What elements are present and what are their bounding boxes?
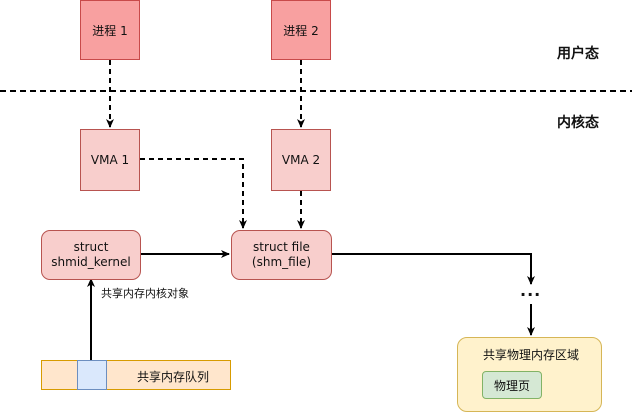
shm-queue[interactable]: 共享内存队列 — [41, 360, 231, 390]
process-1-node[interactable]: 进程 1 — [80, 0, 140, 60]
shm-file-node[interactable]: struct file (shm_file) — [231, 230, 332, 280]
vma-2-label: VMA 2 — [281, 153, 321, 167]
shmid-kernel-node[interactable]: struct shmid_kernel — [41, 230, 141, 280]
ellipsis-label: ... — [520, 281, 542, 300]
shm-queue-slot[interactable] — [77, 360, 107, 390]
shm-physical-region[interactable]: 共享物理内存区域 物理页 — [457, 337, 602, 412]
physical-page-label: 物理页 — [493, 378, 530, 393]
edge-vma1-shmfile — [140, 158, 247, 229]
physical-page-node[interactable]: 物理页 — [482, 371, 542, 399]
shm-kernel-object-label: 共享内存内核对象 — [101, 287, 189, 300]
process-2-label: 进程 2 — [283, 23, 319, 38]
shm-file-line2: (shm_file) — [251, 255, 312, 269]
shm-file-line1: struct file — [253, 240, 310, 254]
shmid-kernel-line2: shmid_kernel — [51, 255, 131, 269]
shmid-kernel-line1: struct — [73, 240, 109, 254]
process-2-node[interactable]: 进程 2 — [271, 0, 331, 60]
user-space-label: 用户态 — [557, 46, 599, 62]
edge-shmfile-ellipsis — [332, 253, 535, 285]
shm-physical-region-label: 共享物理内存区域 — [483, 348, 580, 362]
vma-2-node[interactable]: VMA 2 — [271, 129, 331, 191]
vma-1-label: VMA 1 — [90, 153, 130, 167]
process-1-label: 进程 1 — [92, 23, 128, 38]
vma-1-node[interactable]: VMA 1 — [80, 129, 140, 191]
kernel-space-label: 内核态 — [557, 115, 599, 131]
shm-queue-label: 共享内存队列 — [137, 370, 210, 384]
